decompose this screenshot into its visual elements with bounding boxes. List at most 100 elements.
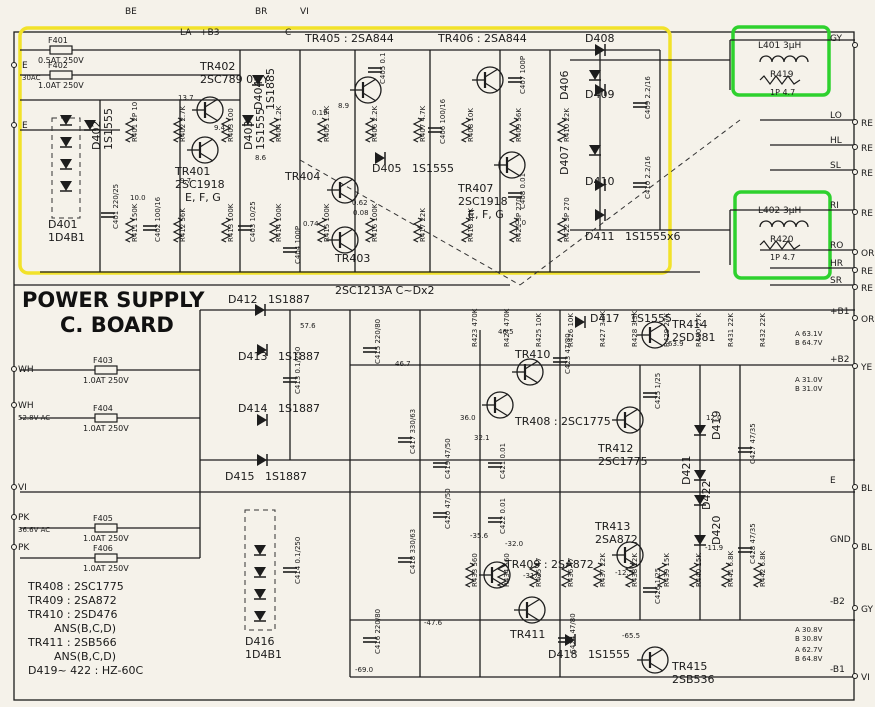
node-voltage-13: 46.5 bbox=[498, 328, 514, 336]
node-voltage-25: -11.9 bbox=[705, 544, 723, 552]
res-label-6: R407 4.7K bbox=[419, 105, 427, 142]
fuse-rating-2: 1.0AT 250V bbox=[83, 376, 129, 385]
coil-res-value-1: 1P 4.7 bbox=[770, 253, 795, 262]
res-misc-9-symbol bbox=[556, 117, 568, 143]
voltage-b2_minus-0: A 30.8V bbox=[795, 626, 823, 634]
transistor-label-tr401: TR401 bbox=[174, 165, 210, 178]
output-wire-3: RE bbox=[861, 169, 873, 179]
transistor-tr409-symbol bbox=[479, 561, 511, 589]
diode-d416-0-symbol bbox=[254, 545, 266, 556]
diode-d411-symbol bbox=[595, 209, 606, 221]
transistor-type-tr401: 2SC1918 bbox=[175, 178, 225, 191]
res-label-14: R415 100K bbox=[323, 203, 331, 242]
output-terminal-1 bbox=[852, 119, 858, 125]
input-sub-5: 36.6V AC bbox=[18, 526, 50, 534]
cap-9-symbol bbox=[633, 182, 647, 188]
top-wiring bbox=[20, 39, 855, 286]
res-label-36: R439 15K bbox=[663, 553, 671, 587]
output-wire-9: YE bbox=[860, 363, 872, 373]
diode-label-d414: D414 bbox=[238, 402, 267, 415]
diode-d401-1-symbol bbox=[60, 137, 72, 148]
res-label-27: R430 27K bbox=[695, 313, 703, 347]
board-title-line1: POWER SUPPLY bbox=[22, 288, 205, 312]
res-label-3: R404 1.2K bbox=[275, 105, 283, 142]
diode-d413-symbol bbox=[257, 344, 268, 356]
res-label-12: R413 100K bbox=[227, 203, 235, 242]
cap-12-symbol bbox=[363, 347, 377, 353]
res-label-17: R418 22K bbox=[467, 208, 475, 242]
input-terminal-1 bbox=[11, 122, 17, 128]
diode-type-d404: 1S1885 bbox=[264, 68, 277, 110]
input-label-3: WH bbox=[18, 401, 34, 411]
diode-type-d417: 1S1555 bbox=[630, 312, 672, 325]
output-label-0: GY bbox=[830, 34, 843, 44]
diode-label-d419: D419 bbox=[710, 411, 723, 440]
cap-label-2: C403 10/25 bbox=[249, 201, 257, 242]
output-terminal-12 bbox=[852, 605, 858, 611]
res-label-35: R438 22K bbox=[631, 553, 639, 587]
output-terminal-6 bbox=[852, 267, 858, 273]
diode-type-d401: 1D4B1 bbox=[48, 231, 85, 244]
fuse-f405-symbol bbox=[94, 523, 118, 533]
output-wire-4: RE bbox=[861, 209, 873, 219]
res-misc-12-symbol bbox=[220, 217, 232, 243]
diode-label-d421: D421 bbox=[680, 456, 693, 485]
output-terminal-4 bbox=[852, 209, 858, 215]
highlight-coil-l402 bbox=[733, 190, 832, 280]
cap-label-6: C407 100P bbox=[519, 56, 527, 94]
diode-d407-symbol bbox=[589, 145, 601, 156]
cap-label-8: C409 2.2/16 bbox=[644, 76, 652, 119]
input-terminal-0 bbox=[11, 62, 17, 68]
diode-d420-symbol bbox=[694, 535, 706, 546]
diode-type-d411: 1S1555x6 bbox=[625, 230, 680, 243]
transistor-label-tr413: TR413 bbox=[594, 520, 630, 533]
res-misc-4-symbol bbox=[316, 117, 328, 143]
cap-label-13: C416 220/80 bbox=[374, 609, 382, 654]
res-misc-30-symbol bbox=[464, 562, 476, 588]
cap-label-12: C415 220/80 bbox=[374, 319, 382, 364]
diode-d412-symbol bbox=[255, 304, 266, 316]
diode-label-d420: D420 bbox=[710, 516, 723, 545]
diode-d406-symbol bbox=[589, 70, 601, 81]
output-label-1: LO bbox=[830, 111, 842, 121]
transistor-type-tr402: 2SC789 0~Y bbox=[200, 73, 269, 86]
res-misc-19-symbol bbox=[556, 217, 568, 243]
res-label-24: R427 3.3K bbox=[599, 310, 607, 347]
diode-d404-symbol bbox=[252, 75, 264, 86]
output-wire-13: VI bbox=[861, 673, 870, 683]
node-voltage-10: 0.0 bbox=[515, 219, 526, 227]
res-r420-symbol bbox=[759, 240, 801, 250]
node-voltage-17: 12.0 bbox=[706, 414, 722, 422]
top-label-5: C bbox=[285, 28, 291, 38]
node-voltage-24: -12.5 bbox=[615, 569, 633, 577]
diode-label-d405: D405 bbox=[372, 162, 401, 175]
res-misc-38-symbol bbox=[720, 562, 732, 588]
diode-label-d415: D415 bbox=[225, 470, 254, 483]
res-misc-37-symbol bbox=[688, 562, 700, 588]
cap-10-symbol bbox=[283, 377, 297, 383]
res-label-0: R401 2P 10 bbox=[131, 102, 139, 142]
diode-label-d422: D422 bbox=[700, 481, 713, 510]
diode-d410-symbol bbox=[595, 179, 606, 191]
output-terminal-13 bbox=[852, 673, 858, 679]
fuse-f403-symbol bbox=[94, 365, 118, 375]
highlight-coil-l401 bbox=[731, 25, 831, 97]
diode-label-d418: D418 bbox=[548, 648, 577, 661]
node-voltage-4: 10.0 bbox=[130, 194, 146, 202]
diode-d416-2-symbol bbox=[254, 589, 266, 600]
node-voltage-23: -69.0 bbox=[355, 666, 373, 674]
cap-label-17: C420 47/50 bbox=[444, 488, 452, 529]
legend-line-1: TR409 : 2SA872 bbox=[27, 594, 117, 607]
transistor-tr411-symbol bbox=[514, 596, 546, 624]
input-label-4: VI bbox=[18, 483, 27, 493]
output-wire-6: RE bbox=[861, 267, 873, 277]
cap-2-symbol bbox=[238, 225, 252, 231]
res-label-7: R408 10K bbox=[467, 108, 475, 142]
res-misc-14-symbol bbox=[316, 217, 328, 243]
fuse-ref-1: F402 bbox=[48, 61, 68, 70]
res-misc-16-symbol bbox=[412, 217, 424, 243]
legend-line-3: ANS(B,C,D) bbox=[54, 622, 116, 635]
output-terminal-11 bbox=[852, 543, 858, 549]
res-label-32: R435 47 bbox=[535, 558, 543, 587]
